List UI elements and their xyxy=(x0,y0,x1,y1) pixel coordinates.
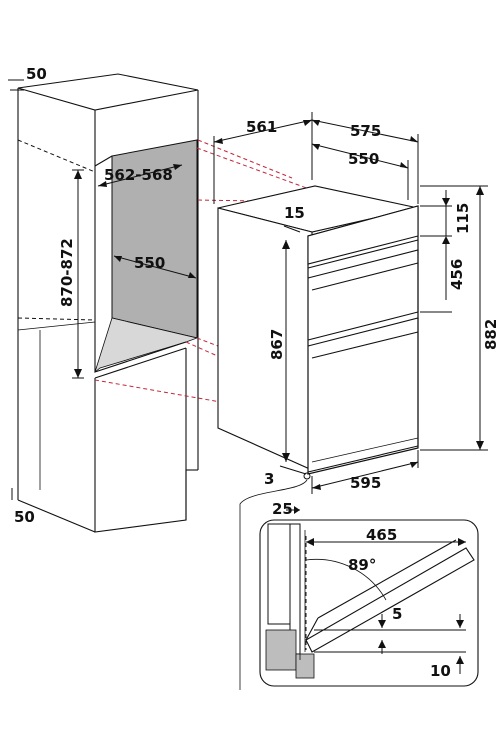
control-panel xyxy=(307,205,419,265)
label-niche-depth: 562-568 xyxy=(104,166,173,184)
label-top-strip: 115 xyxy=(454,203,472,234)
dim-cabinet-top-50: 50 xyxy=(8,65,47,91)
dim-door-recess: 25 xyxy=(272,500,300,518)
label-body-height: 867 xyxy=(268,329,286,360)
dim-base-gap: 3 xyxy=(264,465,311,488)
dim-panel-offset: 15 xyxy=(283,204,305,233)
label-door-offset-5: 5 xyxy=(392,605,402,623)
label-niche-height: 870-872 xyxy=(58,238,76,307)
angle-arc xyxy=(305,558,387,601)
dim-niche-depth: 562-568 xyxy=(97,164,183,187)
label-base-gap: 3 xyxy=(264,470,274,488)
dim-top-strip: 115 xyxy=(420,190,472,244)
dim-oven-body-width: 550 xyxy=(311,143,409,200)
dim-oven-depth-575: 575 xyxy=(311,119,419,204)
label-oven-width: 595 xyxy=(350,474,381,492)
dim-oven-depth-561: 561 xyxy=(213,112,313,204)
oven-side xyxy=(217,207,313,471)
label-oven-depth-total: 561 xyxy=(246,118,277,136)
cabinet-section-fill xyxy=(265,629,297,671)
label-door-depth: 465 xyxy=(366,526,397,544)
label-niche-width: 550 xyxy=(134,254,165,272)
label-cabinet-bottom: 50 xyxy=(14,508,35,526)
dim-oven-width: 595 xyxy=(311,450,419,494)
dim-total-height: 882 xyxy=(420,185,500,451)
label-door-offset-10: 10 xyxy=(430,662,451,680)
tall-cabinet xyxy=(17,73,199,533)
dim-door-depth: 465 xyxy=(306,526,466,546)
label-oven-depth-front: 575 xyxy=(350,122,381,140)
label-total-height: 882 xyxy=(482,319,500,350)
open-door xyxy=(305,547,475,653)
label-upper-section: 456 xyxy=(448,259,466,290)
label-cabinet-top: 50 xyxy=(26,65,47,83)
dim-door-offset-10: 10 xyxy=(314,651,466,680)
niche-shelf xyxy=(94,317,199,374)
dim-body-height: 867 xyxy=(268,240,290,462)
label-door-recess: 25 xyxy=(272,500,293,518)
built-in-oven xyxy=(217,185,419,475)
detail-leader xyxy=(239,479,308,690)
label-panel-offset: 15 xyxy=(284,204,305,222)
label-oven-body-width: 550 xyxy=(348,150,379,168)
dim-niche-height: 870-872 xyxy=(58,169,84,379)
label-door-angle: 89° xyxy=(348,556,376,574)
dim-niche-width: 550 xyxy=(113,254,197,279)
dim-upper-section: 456 xyxy=(420,240,466,313)
door-detail-inset xyxy=(259,519,479,687)
dim-door-offset-5: 5 xyxy=(314,605,466,654)
dim-cabinet-bottom-50: 50 xyxy=(11,488,35,526)
